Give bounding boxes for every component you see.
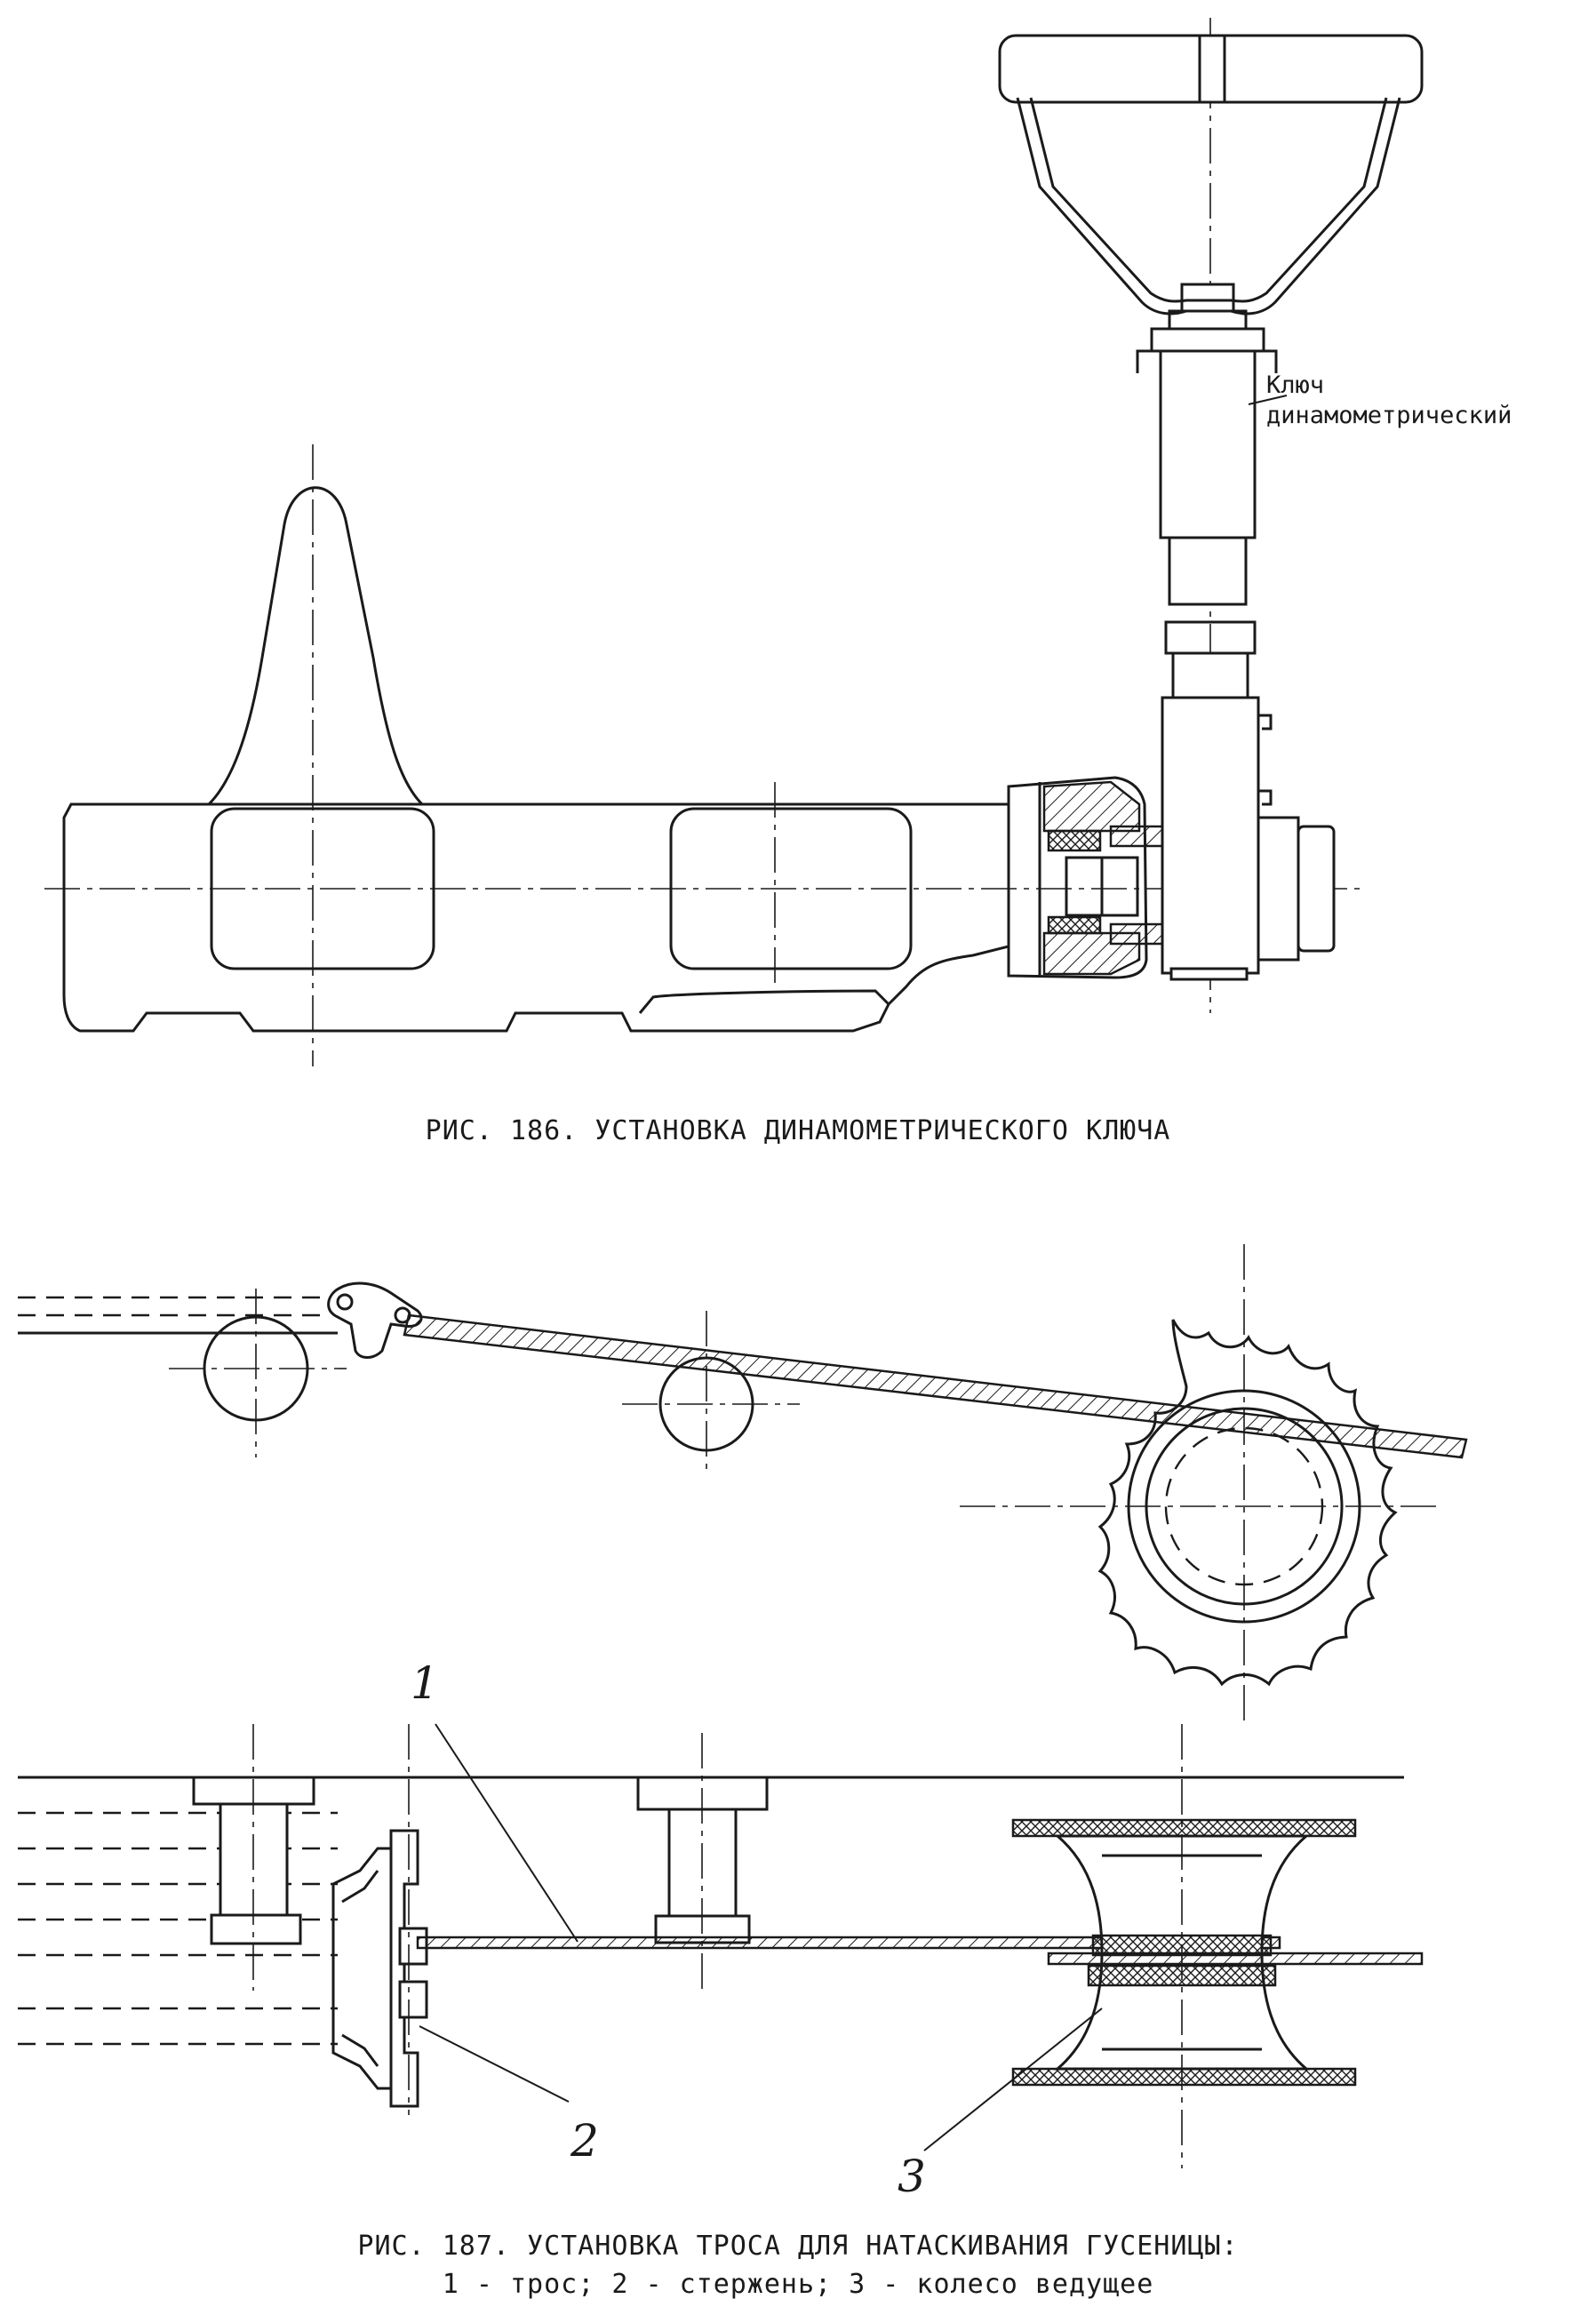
callout-3-drive-wheel: 3 [898,2151,926,2202]
wrench-lower-body [1161,620,1336,981]
wrench-upper-body [1136,283,1278,606]
track-cable-installation-drawing [18,1244,1468,2168]
wrench-label-line1: Ключ [1266,371,1325,399]
figure-187-caption-line1: РИС. 187. УСТАНОВКА ТРОСА ДЛЯ НАТАСКИВАН… [357,2231,1239,2262]
figure-186-caption: РИС. 186. УСТАНОВКА ДИНАМОМЕТРИЧЕСКОГО К… [425,1115,1171,1146]
wrench-label-line2: динамометрический [1266,402,1512,429]
track-top-view [18,1244,1468,1724]
callout-1-cable: 1 [411,1657,439,1709]
socket-head-section [1007,776,1166,979]
track-shoe-body [62,486,1010,1033]
figure-187: 1 2 3 [0,1226,1596,2222]
figure-186: Ключ динамометрический РИС. 186. УСТАНОВ… [0,0,1596,1146]
track-side-section-view [18,1723,1424,2168]
wrench-handle [998,34,1424,315]
torque-wrench-installation-drawing [44,18,1424,1066]
figure-187-caption-line2: 1 - трос; 2 - стержень; 3 - колесо ведущ… [442,2269,1154,2300]
callout-2-rod: 2 [571,2115,599,2167]
wrench-label-leader [1248,395,1288,405]
